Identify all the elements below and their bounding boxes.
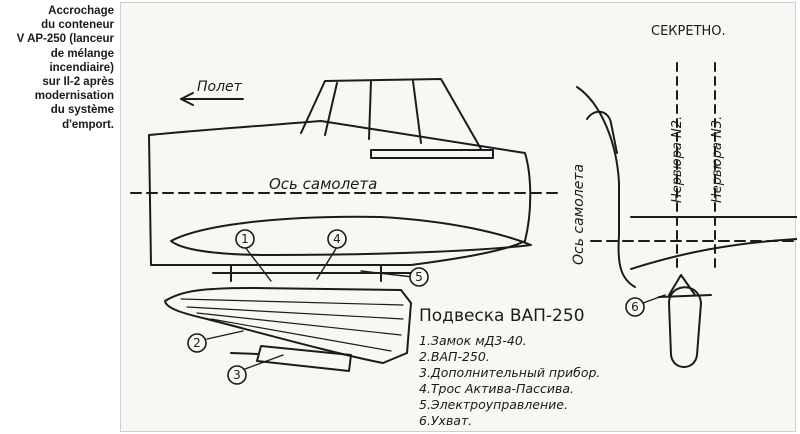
clamp-front-view	[658, 274, 712, 298]
rib-3-label: Нервюра N3.	[710, 116, 725, 203]
figure-caption: Accrochage du conteneur V AP-250 (lanceu…	[4, 4, 114, 132]
marker-circle-4	[327, 229, 347, 249]
marker-1: 1	[241, 232, 249, 246]
legend-item-5: 5.Электроуправление.	[419, 397, 568, 412]
technical-drawing: 1 4 5 2 3 6 СЕКРЕТНО. Полет Ось самолета…	[120, 2, 797, 432]
caption-line: Accrochage	[48, 5, 114, 17]
caption-line: du conteneur	[41, 19, 114, 32]
marker-circle-3	[227, 365, 247, 385]
container-ribbing	[180, 298, 404, 352]
front-view-canopy	[586, 110, 618, 154]
front-view-fuselage	[576, 86, 636, 288]
container-front-view	[668, 286, 702, 368]
caption-line: sur Il-2 après	[42, 76, 114, 89]
caption-line: V AP-250 (lanceur	[16, 33, 114, 46]
marker-3: 3	[233, 368, 241, 382]
caption-line: de mélange	[50, 47, 114, 60]
caption-line: modernisation	[34, 90, 114, 103]
legend-item-2: 2.ВАП-250.	[419, 349, 490, 364]
marker-circle-5	[409, 267, 429, 287]
legend-item-3: 3.Дополнительный прибор.	[419, 365, 600, 380]
aircraft-axis-label: Ось самолета	[269, 175, 377, 193]
drawing-title: Подвеска ВАП-250	[419, 306, 585, 326]
flight-direction-label: Полет	[197, 79, 243, 95]
flight-arrow	[180, 92, 244, 106]
legend-item-1: 1.Замок мД3-40.	[419, 333, 527, 348]
marker-6: 6	[631, 300, 639, 314]
canopy-outline	[300, 78, 482, 150]
drawing-canvas: 1 4 5 2 3 6 СЕКРЕТНО. Полет Ось самолета…	[130, 24, 797, 428]
caption-line: du système	[50, 104, 114, 117]
legend-item-4: 4.Трос Актива-Пассива.	[419, 381, 574, 396]
secret-stamp: СЕКРЕТНО.	[651, 24, 726, 39]
aircraft-axis-label-vertical: Ось самолета	[571, 164, 587, 265]
marker-4: 4	[333, 232, 341, 246]
fuselage-outline	[148, 120, 532, 266]
marker-circle-2	[187, 333, 207, 353]
additional-device	[230, 345, 352, 372]
marker-circle-6	[625, 297, 645, 317]
marker-circle-1	[235, 229, 255, 249]
rib-2-label: Нервюра N2.	[670, 116, 685, 203]
marker-2: 2	[193, 336, 201, 350]
leader-lines	[206, 246, 666, 370]
legend-item-6: 6.Ухват.	[419, 413, 472, 428]
caption-line: d'emport.	[62, 118, 114, 131]
caption-line: incendiaire)	[49, 61, 114, 74]
wing-root-airfoil	[170, 215, 532, 256]
marker-5: 5	[415, 270, 423, 284]
gun-barrel	[370, 149, 494, 159]
